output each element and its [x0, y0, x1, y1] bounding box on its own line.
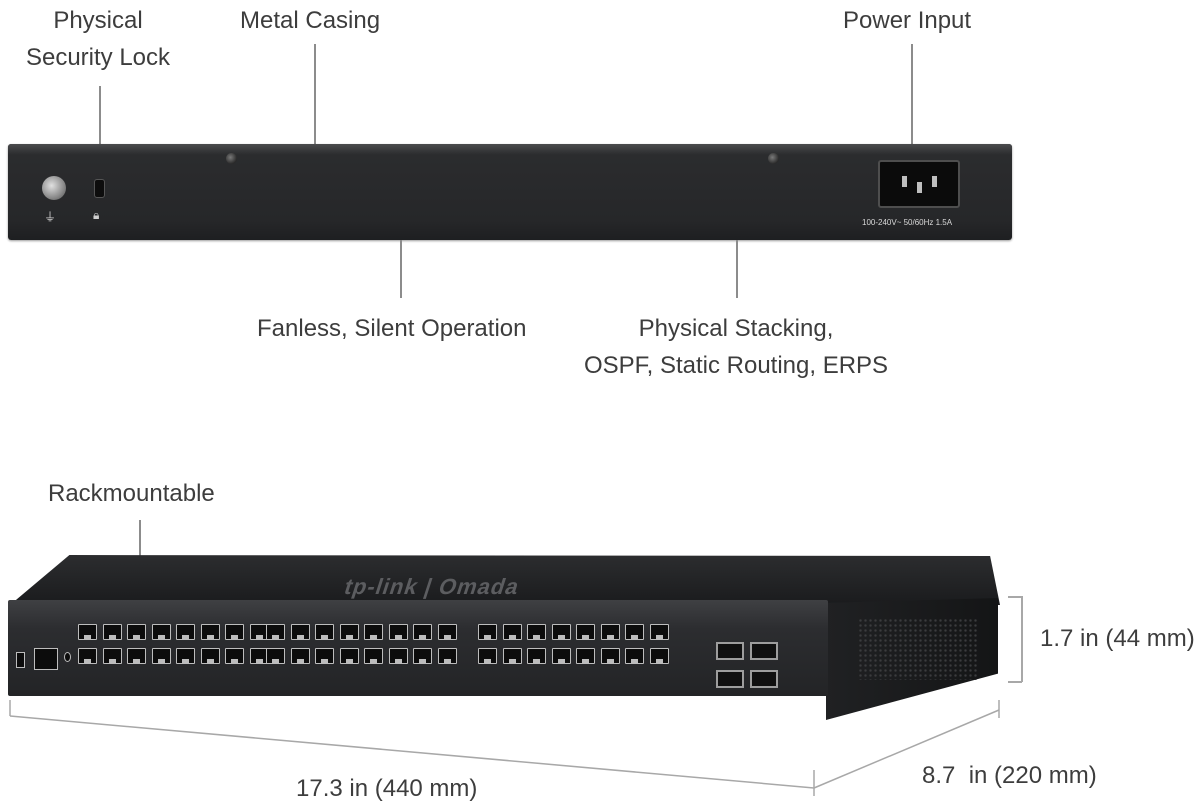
- sfp-slot: [716, 642, 744, 660]
- rj45-port: [266, 624, 285, 640]
- dim-depth-label: 8.7 in (220 mm): [922, 762, 1097, 789]
- rj45-port: [413, 648, 432, 664]
- reset-button: [64, 652, 71, 662]
- rj45-port: [625, 624, 644, 640]
- callout-power-input: Power Input: [843, 7, 972, 34]
- power-rating-label: 100-240V~ 50/60Hz 1.5A: [862, 218, 953, 227]
- rj45-port: [290, 648, 310, 664]
- screw-icon: [768, 153, 779, 164]
- rj45-port: [225, 648, 244, 664]
- leader-fanless: [400, 240, 402, 298]
- ventilation-grille: [858, 618, 978, 680]
- rj45-port: [249, 648, 269, 664]
- ground-icon: ⏚: [44, 210, 57, 224]
- rj45-port: [527, 624, 546, 640]
- rj45-port: [339, 624, 359, 640]
- callout-rackmountable: Rackmountable: [48, 480, 215, 507]
- rj45-port: [127, 648, 146, 664]
- callout-fanless: Fanless, Silent Operation: [257, 315, 527, 342]
- switch-rear-panel: ⏚ 🔒︎ 100-240V~ 50/60Hz 1.5A: [8, 144, 1012, 240]
- rj45-port: [176, 624, 195, 640]
- rj45-port: [478, 624, 497, 640]
- rj45-port: [413, 624, 432, 640]
- rj45-port: [290, 624, 310, 640]
- rj45-port: [200, 624, 220, 640]
- rj45-port: [176, 648, 195, 664]
- rj45-port: [127, 624, 146, 640]
- rj45-port: [78, 648, 97, 664]
- rj45-port: [437, 624, 457, 640]
- rj45-port: [200, 648, 220, 664]
- console-port: [34, 648, 58, 670]
- dim-height-top: [1008, 596, 1022, 598]
- rj45-port: [364, 624, 383, 640]
- dim-width-label: 17.3 in (440 mm): [296, 775, 478, 802]
- rj45-port: [649, 624, 669, 640]
- dim-height-label: 1.7 in (44 mm): [1040, 625, 1195, 652]
- dim-height-line: [1021, 596, 1023, 682]
- rj45-port: [151, 648, 171, 664]
- leader-stacking: [736, 240, 738, 298]
- rj45-port: [102, 624, 122, 640]
- rj45-port: [315, 648, 334, 664]
- rj45-port: [649, 648, 669, 664]
- power-socket-icon: [878, 160, 960, 208]
- sfp-slot: [716, 670, 744, 688]
- rj45-port: [315, 624, 334, 640]
- rj45-port: [502, 624, 522, 640]
- rj45-port: [600, 648, 620, 664]
- rj45-port: [339, 648, 359, 664]
- leader-metal-casing: [314, 44, 316, 144]
- ground-terminal-icon: [42, 176, 66, 200]
- rj45-port: [551, 648, 571, 664]
- rj45-port: [364, 648, 383, 664]
- leader-security-lock: [99, 86, 101, 178]
- screw-icon: [226, 153, 237, 164]
- sfp-slot: [750, 642, 778, 660]
- rj45-port: [478, 648, 497, 664]
- rj45-port: [600, 624, 620, 640]
- callout-security-lock: Physical Security Lock: [25, 7, 171, 71]
- callout-stacking: Physical Stacking, OSPF, Static Routing,…: [583, 315, 889, 379]
- rj45-port: [576, 648, 595, 664]
- dim-height-bottom: [1008, 681, 1022, 683]
- switch-front-panel: [8, 600, 828, 696]
- rj45-port: [388, 624, 408, 640]
- rj45-port: [437, 648, 457, 664]
- rj45-port: [225, 624, 244, 640]
- rj45-port: [551, 624, 571, 640]
- usb-port: [16, 652, 25, 668]
- rj45-port: [502, 648, 522, 664]
- leader-rackmountable: [139, 520, 141, 576]
- callout-metal-casing: Metal Casing: [240, 7, 381, 34]
- lock-icon: 🔒︎: [93, 208, 100, 222]
- rj45-port: [625, 648, 644, 664]
- rj45-port: [102, 648, 122, 664]
- rj45-port: [78, 624, 97, 640]
- rj45-port: [576, 624, 595, 640]
- rj45-port: [527, 648, 546, 664]
- rj45-port: [388, 648, 408, 664]
- rj45-port: [151, 624, 171, 640]
- leader-power-input: [911, 44, 913, 154]
- brand-logo: tp-link | Omada: [341, 574, 524, 599]
- switch-top-cover: [10, 555, 1000, 605]
- rj45-port: [266, 648, 285, 664]
- sfp-slot: [750, 670, 778, 688]
- security-lock-slot: [94, 179, 105, 198]
